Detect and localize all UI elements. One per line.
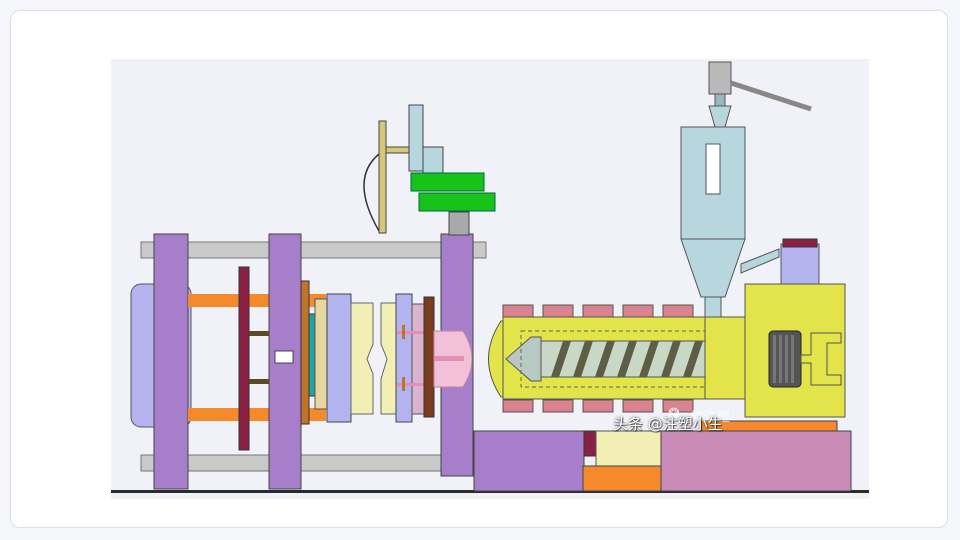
fixed-platen-insert xyxy=(423,296,435,418)
ejector-pin-plate xyxy=(308,313,316,397)
sprue-channel xyxy=(434,356,464,361)
base-block-orange xyxy=(582,465,662,492)
link-rod-upper xyxy=(188,294,270,307)
hopper-side-pipe xyxy=(740,248,780,274)
watermark-ghost-text: 微注塑 xyxy=(691,410,731,425)
hopper-loader xyxy=(708,61,732,95)
base-block-left xyxy=(473,430,585,492)
robot-mount xyxy=(448,211,470,236)
heater-bands-bottom xyxy=(502,399,694,413)
gate-post xyxy=(378,120,387,234)
machine-illustration xyxy=(111,61,869,493)
carriage-rail xyxy=(700,420,838,432)
hopper-neck xyxy=(714,93,726,107)
tie-bar-upper xyxy=(140,241,487,259)
feed-section xyxy=(704,316,746,400)
robot-gripper-upper xyxy=(410,172,485,192)
motor-cap xyxy=(782,238,818,248)
content-card: ❂ 微注塑 头条 @注塑小生 xyxy=(10,10,948,528)
runner-plate xyxy=(411,303,425,415)
fixed-mold-plate xyxy=(395,293,413,423)
runner-pin-lower xyxy=(397,383,427,386)
injection-molding-diagram xyxy=(111,59,869,499)
gate-arc xyxy=(363,153,380,232)
ejector-plate xyxy=(300,280,310,425)
moving-mold-plate xyxy=(326,293,352,423)
platen-window xyxy=(274,350,294,364)
watermark-text: 头条 @注塑小生 xyxy=(613,415,723,433)
loader-pipe xyxy=(730,80,812,112)
coupling-ribs xyxy=(773,335,794,383)
mold-core xyxy=(350,302,374,415)
mold-cavity xyxy=(380,302,397,415)
rear-platen xyxy=(153,233,189,490)
hopper-throat xyxy=(708,105,732,128)
crosshead xyxy=(238,266,250,451)
runner-tip-upper xyxy=(402,325,405,339)
runner-pin-upper xyxy=(397,331,427,334)
base-block-cream xyxy=(595,430,662,467)
base-strut xyxy=(583,430,597,457)
robot-gripper-lower xyxy=(418,192,496,212)
hopper-window xyxy=(705,143,721,195)
heater-bands-top xyxy=(502,304,694,318)
hopper-outlet xyxy=(704,296,722,318)
base-block-magenta xyxy=(660,430,852,492)
mold-back-plate xyxy=(314,298,328,410)
motor-top xyxy=(780,243,820,285)
nozzle xyxy=(488,320,504,398)
tie-bar-lower xyxy=(140,454,487,472)
injection-piston xyxy=(800,332,842,386)
wechat-icon: ❂ xyxy=(668,406,680,422)
runner-tip-lower xyxy=(402,377,405,391)
hopper-cone xyxy=(680,238,746,298)
robot-arm-vertical xyxy=(408,104,424,172)
link-rod-lower xyxy=(188,408,270,421)
